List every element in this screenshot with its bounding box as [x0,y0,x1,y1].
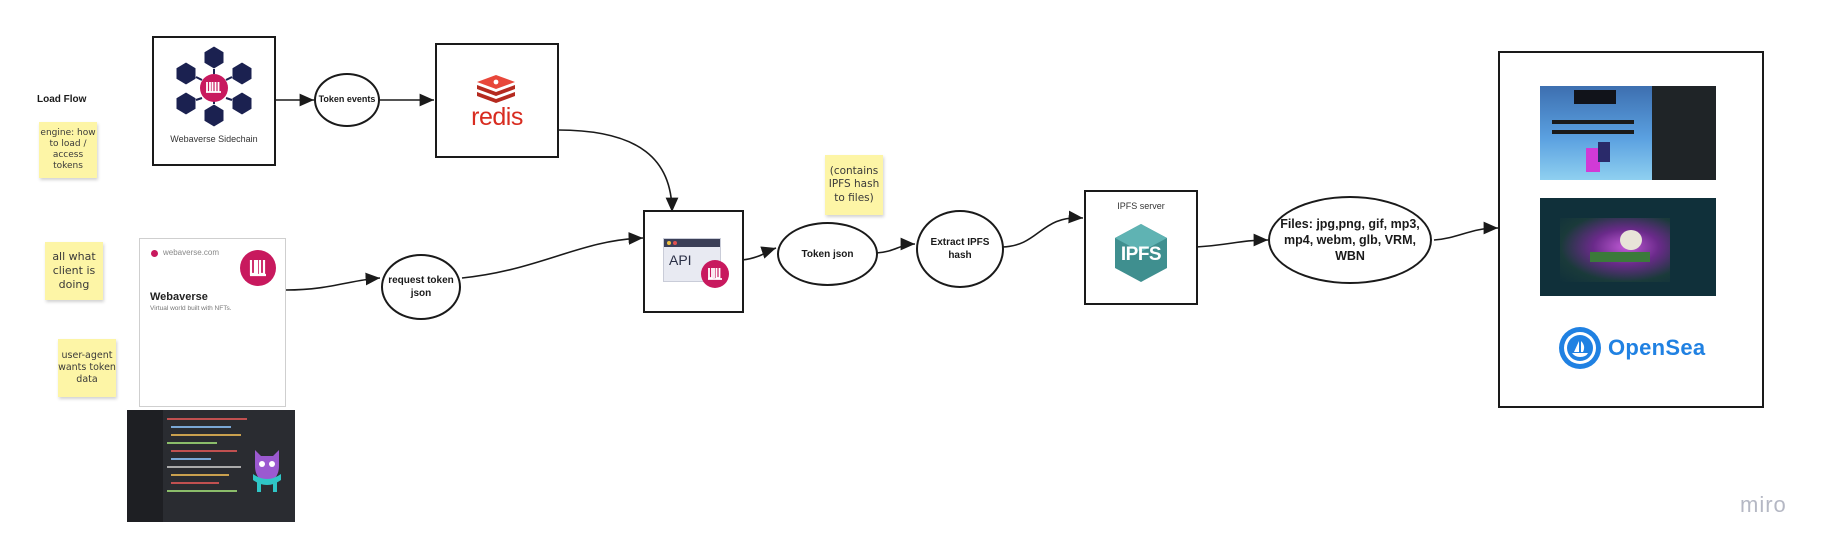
redis-node[interactable]: redis [435,43,559,158]
connector-files-opensea [1433,221,1499,241]
sticky-note-client[interactable]: all what client is doing [45,242,103,300]
webaverse-logo-icon [240,250,276,286]
load-flow-title: Load Flow [37,94,87,105]
connector-extract-ipfs [1001,210,1084,248]
request-token-json-node[interactable]: request token json [381,254,461,320]
token-events-node[interactable]: Token events [314,73,380,127]
code-editor-screenshot [127,410,295,522]
site-favicon-icon [151,250,158,257]
opensea-logo-icon [1559,327,1601,369]
site-subtitle: Virtual world built with NFTs. [150,305,232,312]
connector-tokenjson-extract [875,237,916,254]
extract-ipfs-hash-node[interactable]: Extract IPFS hash [916,210,1004,288]
sidechain-node[interactable]: Webaverse Sidechain [152,36,276,166]
sticky-note-engine[interactable]: engine: how to load / access tokens [39,122,97,178]
site-title: Webaverse [150,291,208,303]
nft-grid [152,335,277,399]
sidechain-label: Webaverse Sidechain [170,134,258,144]
game-screenshot-1 [1540,86,1716,180]
ipfs-server-node[interactable]: IPFS server IPFS [1084,190,1198,305]
connector-redis-api [557,129,679,213]
opensea-output-node[interactable]: OpenSea [1498,51,1764,408]
connector-api-tokenjson [741,246,777,261]
connector-ipfs-files [1195,233,1269,248]
mascot-character-icon [253,450,281,492]
ipfs-logo-text: IPFS [1120,244,1162,265]
files-node[interactable]: Files: jpg,png, gif, mp3, mp4, webm, glb… [1268,196,1432,284]
miro-watermark: miro [1740,492,1787,517]
sidechain-network-icon [175,45,253,128]
api-label: API [669,252,692,268]
connector-card-request [285,272,381,291]
ipfs-server-label: IPFS server [1117,201,1165,211]
game-screenshot-2 [1540,198,1716,296]
opensea-label: OpenSea [1608,335,1706,360]
api-node[interactable]: API [643,210,744,313]
sticky-note-user-agent[interactable]: user-agent wants token data [58,339,116,397]
token-json-node[interactable]: Token json [777,222,878,286]
ipfs-logo-icon [1115,224,1167,282]
connector-request-api [461,232,644,279]
redis-label: redis [471,103,523,131]
sticky-note-ipfs-hash[interactable]: (contains IPFS hash to files) [825,155,883,215]
webaverse-site-card[interactable]: webaverse.com Webaverse Virtual world bu… [139,238,286,407]
api-webaverse-badge-icon [701,260,729,288]
redis-logo-icon [477,75,515,103]
site-url: webaverse.com [163,248,220,257]
